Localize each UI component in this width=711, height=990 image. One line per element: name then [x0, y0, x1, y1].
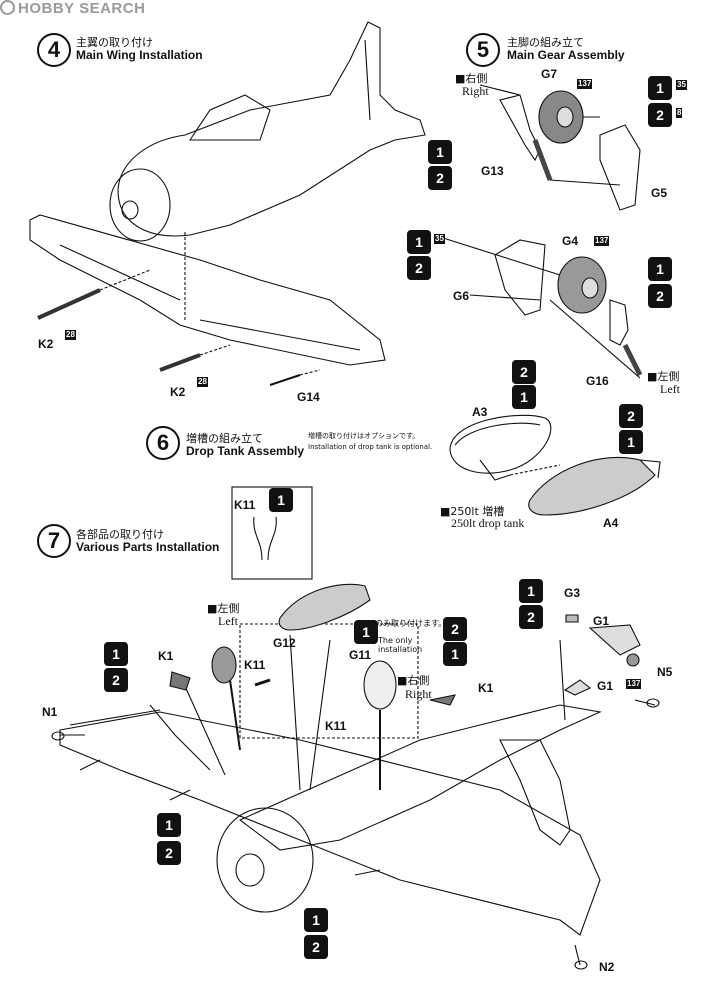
step5-number: 5 [466, 33, 500, 67]
step4-cowl [109, 168, 171, 242]
color-2-badge: 2 [648, 103, 672, 127]
color-2-badge-h: 2 [304, 935, 328, 959]
color-1-badge-g: 1 [157, 813, 181, 837]
part-g7: G7 [541, 67, 558, 81]
hobby-search-logo: HOBBY SEARCH [0, 0, 145, 17]
color-1-badge-e: 1 [104, 642, 128, 666]
step6-title-jp: 増槽の組み立て [186, 432, 263, 445]
only-install-en: The only installation [378, 636, 423, 654]
color-1-badge-k: 1 [619, 430, 643, 454]
part-g4: G4 [562, 234, 579, 248]
step5-left-jp: ■左側 [647, 370, 680, 383]
color-1-badge-j: 1 [512, 385, 536, 409]
part-a3: A3 [472, 405, 488, 419]
part-k11b: K11 [244, 658, 266, 672]
color-1-badge-d: 1 [648, 257, 672, 281]
step7-number: 7 [37, 524, 71, 558]
part-n2: N2 [599, 960, 615, 974]
step6-tank-a4 [528, 456, 656, 516]
paint-28a: 28 [65, 330, 76, 340]
part-k1a: K1 [158, 649, 174, 663]
color-2-badge-f: 2 [443, 617, 467, 641]
part-g14: G14 [297, 390, 320, 404]
code-137a: 137 [577, 79, 593, 89]
step4-number: 4 [37, 33, 71, 67]
paint-8: 8 [676, 108, 683, 118]
step7-option-area [239, 623, 419, 739]
only-install-jp: のみ取り付けます。 [375, 619, 447, 628]
color-1-badge: 1 [648, 76, 672, 100]
paint-35: 35 [676, 80, 687, 90]
part-g5: G5 [651, 186, 668, 200]
step6-pylon-a3 [449, 414, 552, 474]
code-137b: 137 [594, 236, 610, 246]
step6-title-en: Drop Tank Assembly [186, 444, 305, 458]
step6-number: 6 [146, 426, 180, 460]
step7-k11-inset [231, 486, 313, 580]
color-2-badge-d: 2 [648, 284, 672, 308]
step4-fuselage [117, 21, 426, 237]
color-1-badge-h: 1 [304, 908, 328, 932]
part-g12: G12 [273, 636, 296, 650]
color-1-badge-c: 1 [407, 230, 431, 254]
color-2-badge-b: 2 [428, 166, 452, 190]
step4-wing [29, 214, 386, 366]
part-k11-inset: K11 [234, 498, 256, 512]
step7-wing [59, 711, 601, 936]
step6-tank-en: 250lt drop tank [451, 516, 525, 530]
part-g3: G3 [564, 586, 581, 600]
paint-35b: 35 [434, 234, 445, 244]
color-1-badge-b: 1 [428, 140, 452, 164]
part-g1b: G1 [597, 679, 614, 693]
step7-title-en: Various Parts Installation [76, 540, 220, 554]
part-n5: N5 [657, 665, 673, 679]
part-g16: G16 [586, 374, 609, 388]
step4-title-jp: 主翼の取り付け [76, 36, 153, 49]
step7-left-en: Left [218, 614, 238, 628]
step5-right-jp: ■右側 [455, 72, 488, 85]
step4-title-en: Main Wing Installation [76, 48, 203, 62]
step5-right-en: Right [462, 84, 489, 98]
step5-left-en: Left [660, 382, 680, 396]
color-2-badge-k: 2 [619, 404, 643, 428]
step7-cowl [216, 807, 314, 913]
step7-left-jp: ■左側 [207, 602, 240, 615]
step7-right-jp: ■右側 [397, 674, 430, 687]
step7-fuselage [238, 704, 602, 851]
color-1-badge-i: 1 [519, 579, 543, 603]
step7-tail [499, 739, 571, 846]
step6-tank-jp: ■250lt 増槽 [440, 505, 505, 518]
part-g1a: G1 [593, 614, 610, 628]
part-k1b: K1 [478, 681, 494, 695]
step5-title-en: Main Gear Assembly [507, 48, 625, 62]
part-k2b: K2 [170, 385, 186, 399]
color-1-badge-only: 1 [354, 620, 378, 644]
step7-right-en: Right [405, 687, 432, 701]
logo-ring-icon [0, 0, 15, 15]
color-2-badge-g: 2 [157, 841, 181, 865]
part-n1: N1 [42, 705, 58, 719]
part-a4: A4 [603, 516, 619, 530]
step6-option-jp: 増槽の取り付けはオプションです。 [308, 432, 420, 440]
step7-title-jp: 各部品の取り付け [76, 528, 164, 541]
color-2-badge-j: 2 [512, 360, 536, 384]
step6-option-en: Installation of drop tank is optional. [308, 443, 433, 451]
code-137c: 137 [626, 679, 642, 689]
paint-28b: 28 [197, 377, 208, 387]
part-g11: G11 [349, 648, 372, 662]
color-2-badge-e: 2 [104, 668, 128, 692]
part-k11c: K11 [325, 719, 347, 733]
color-1-badge-f: 1 [443, 642, 467, 666]
part-g13: G13 [481, 164, 504, 178]
part-k2a: K2 [38, 337, 54, 351]
color-2-badge-c: 2 [407, 256, 431, 280]
color-1-badge-k11: 1 [269, 488, 293, 512]
color-2-badge-i: 2 [519, 605, 543, 629]
part-g6: G6 [453, 289, 470, 303]
step5-title-jp: 主脚の組み立て [507, 36, 584, 49]
